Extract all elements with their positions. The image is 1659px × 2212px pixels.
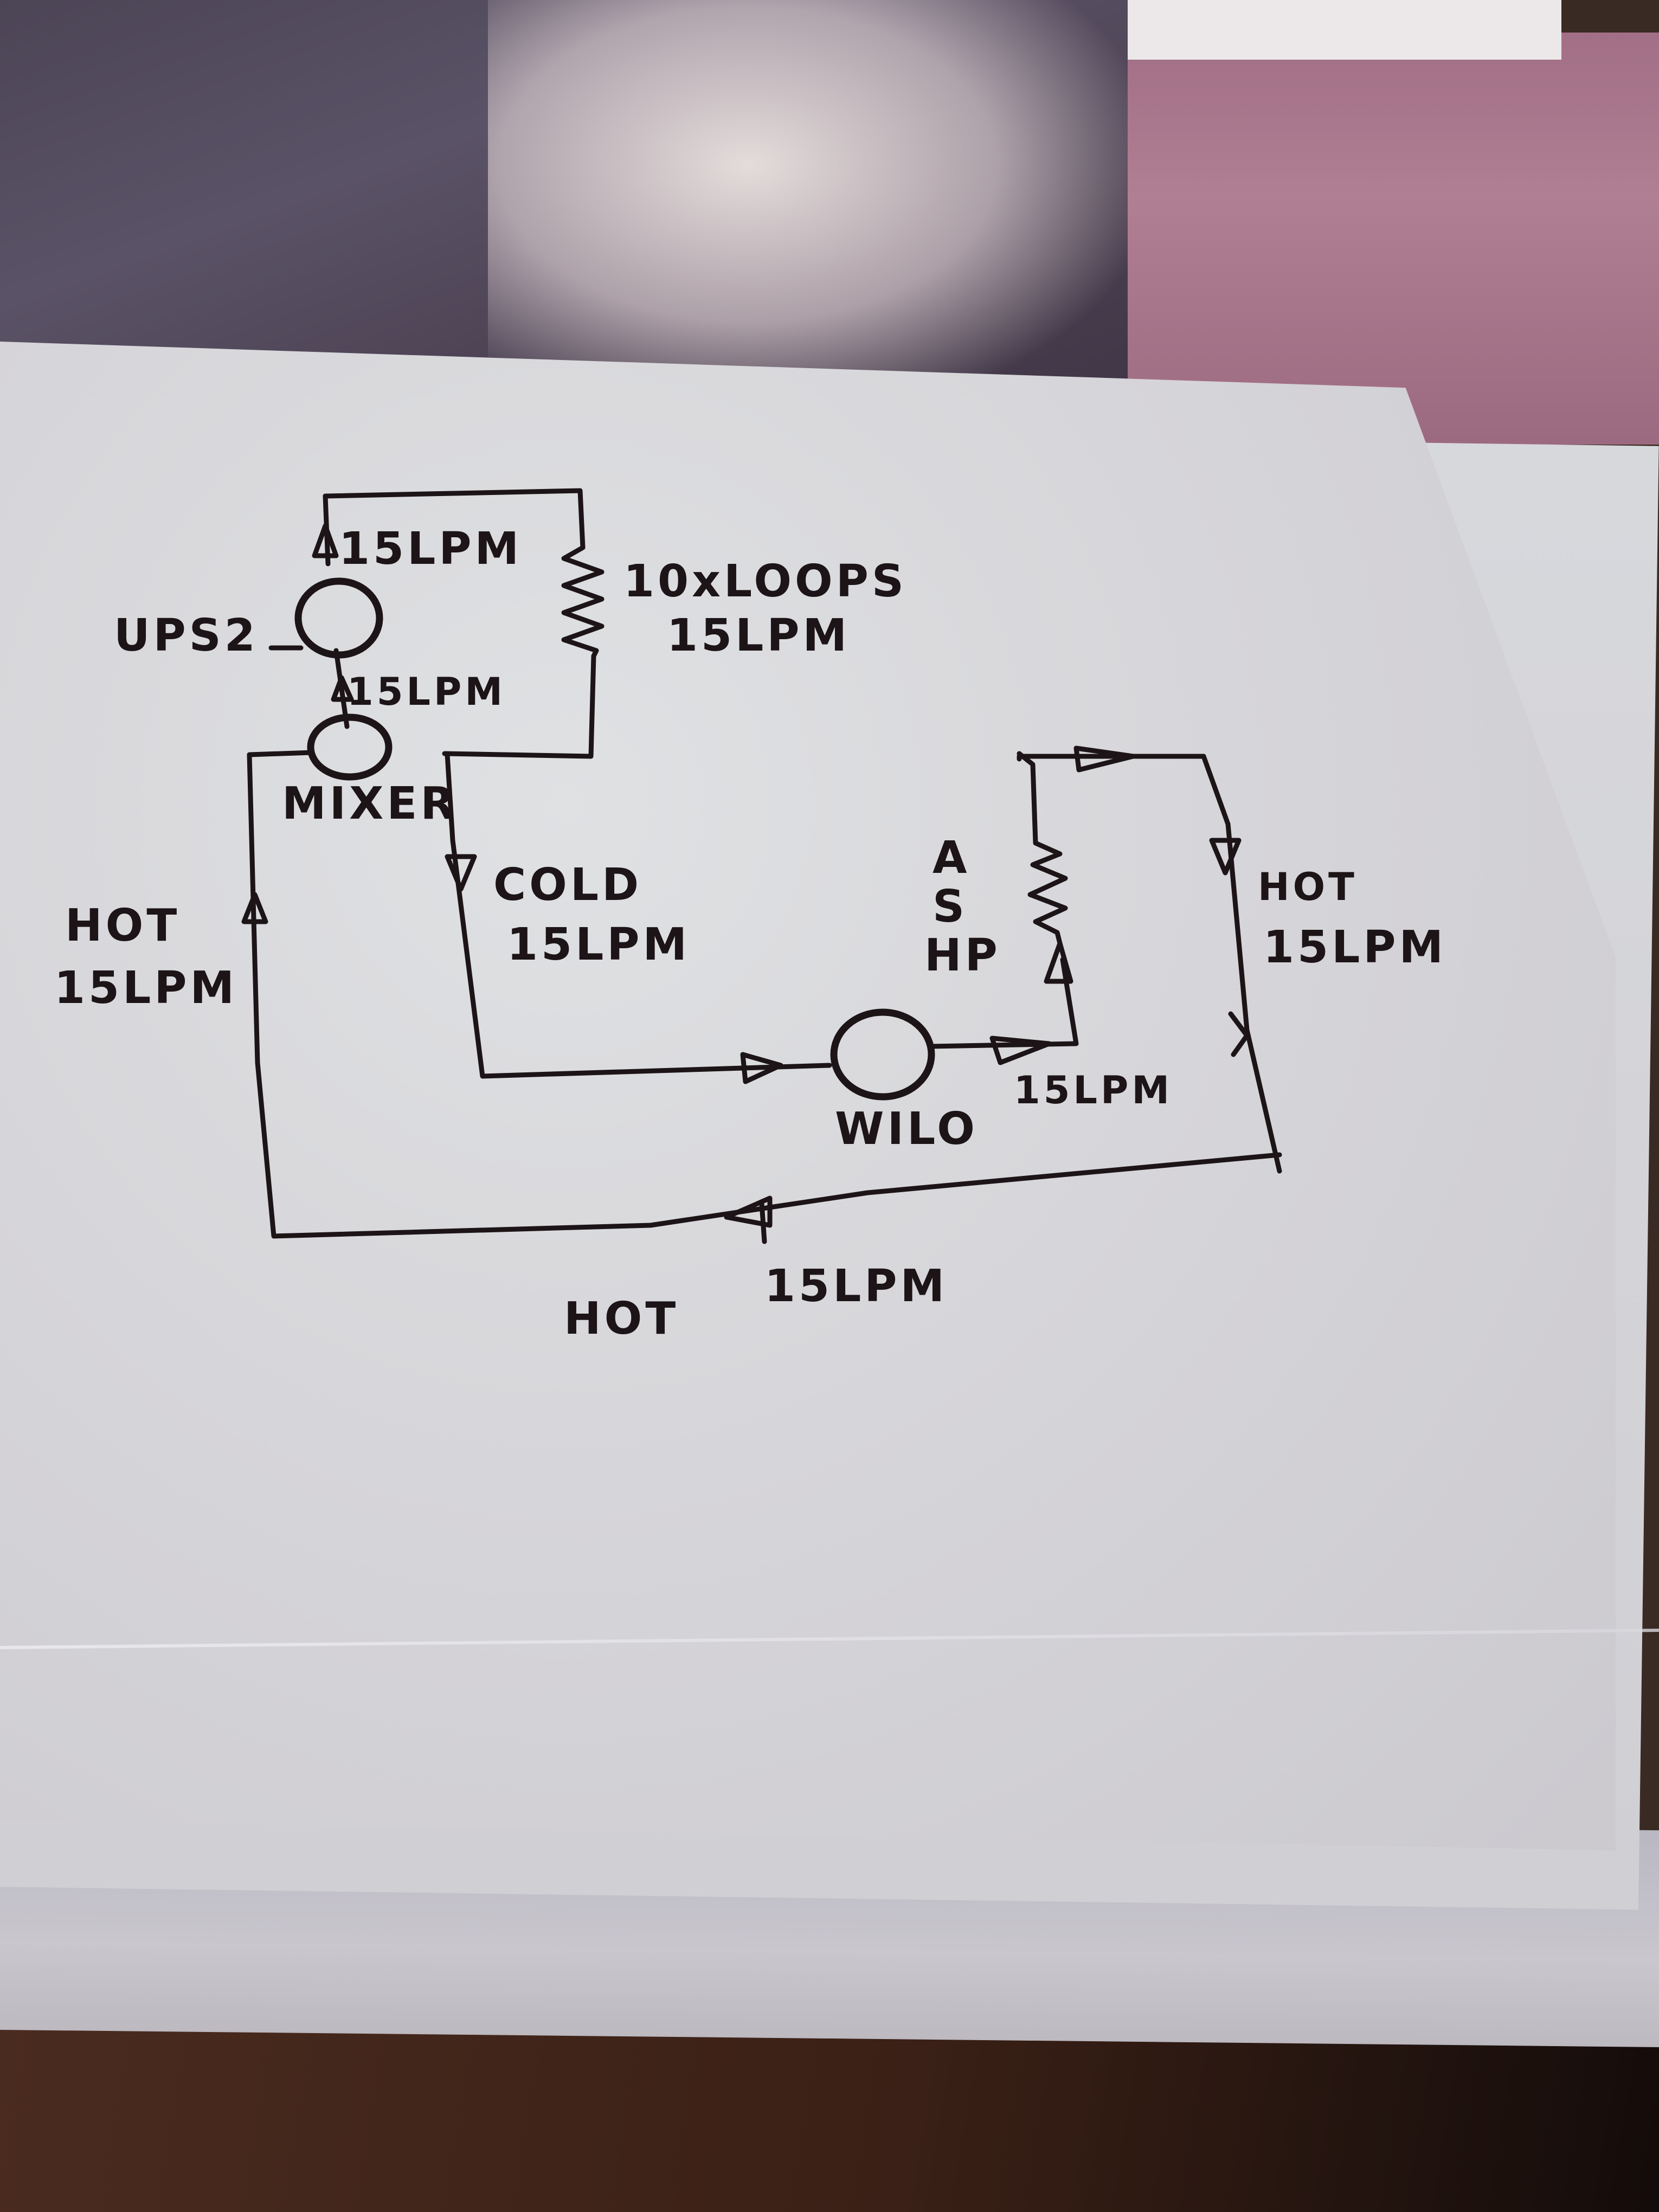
pipe-ashp-out (1017, 754, 1282, 1174)
label-hot-left: HOT (65, 900, 180, 951)
pipe-cold (445, 752, 832, 1079)
arrow-up-above-ups2 (312, 523, 339, 558)
label-hot-right: HOT (1258, 865, 1358, 909)
label-ashp-s: S (933, 881, 968, 933)
label-flow-above-ups2: 15LPM (339, 523, 522, 575)
label-coil-loops-line2: 15LPM (667, 610, 850, 661)
arrow-down-cold (445, 854, 477, 892)
label-hot-right-rate: 15LPM (1263, 922, 1446, 973)
label-coil-loops-line1: 10xLOOPS (623, 556, 907, 607)
pipe-hot-left (247, 750, 1282, 1239)
valve-hot-right (1228, 1011, 1250, 1057)
arrow-right-after-wilo (989, 1036, 1052, 1065)
label-ashp-a: A (933, 832, 970, 884)
label-ashp-hp: HP (924, 930, 1001, 981)
label-flow-after-wilo: 15LPM (1014, 1068, 1173, 1113)
label-hot-left-rate: 15LPM (54, 962, 237, 1014)
label-pump-ups2: UPS2 (114, 610, 259, 661)
label-pump-wilo: WILO (835, 1103, 978, 1155)
arrow-down-hot-right (1209, 838, 1242, 876)
mixer-valve-icon (307, 713, 393, 781)
paper-sheet-main (0, 342, 1616, 1851)
label-cold: COLD (493, 859, 642, 911)
arrow-up-below-ups2 (331, 675, 354, 702)
pink-fabric (1128, 33, 1659, 445)
label-mixer: MIXER (282, 778, 458, 829)
label-hot-bottom-rate: 15LPM (764, 1261, 948, 1312)
pump-ups2-icon (294, 577, 383, 659)
label-hot-bottom: HOT (564, 1293, 679, 1345)
coil-10x-loops (561, 545, 605, 659)
arrow-up-hot-left (241, 892, 268, 924)
arrow-right-to-wilo (740, 1052, 783, 1084)
arrow-up-to-ashp (1044, 941, 1073, 984)
tablecloth-highlight (488, 0, 1139, 412)
coil-ashp (1017, 751, 1068, 946)
arrow-right-top (1073, 745, 1136, 773)
pipe-top-loop (323, 488, 596, 759)
label-flow-below-ups2: 15LPM (347, 670, 506, 714)
pump-wilo-icon (830, 1008, 935, 1101)
arrow-left-bottom (724, 1195, 773, 1244)
pipe-wilo-to-ashp (929, 957, 1079, 1049)
white-fabric-edge (1128, 0, 1561, 60)
label-cold-rate: 15LPM (507, 919, 690, 970)
